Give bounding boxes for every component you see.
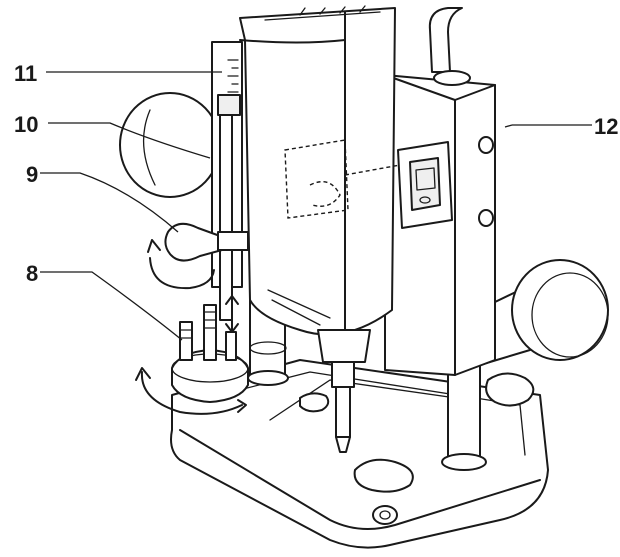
vertical-arrow [225, 295, 239, 333]
leader-lines [40, 71, 592, 341]
depth-stop-rod [219, 114, 233, 321]
motor-housing [239, 5, 401, 336]
depth-clamp-knob [164, 222, 249, 262]
base-clamp-knob-right [485, 372, 535, 407]
callout-12: 12 [594, 114, 618, 139]
power-switch [397, 141, 453, 229]
power-cord [428, 7, 471, 86]
turret-stop [171, 304, 249, 403]
rotation-arrow-knob [147, 239, 215, 290]
base-clamp-knob-left [299, 392, 330, 413]
callout-11: 11 [14, 61, 37, 86]
callout-9: 9 [26, 162, 38, 187]
rotation-arrow-turret [135, 367, 247, 415]
callout-8: 8 [26, 261, 38, 286]
base-clamp-knob-front [353, 458, 414, 493]
callout-10: 10 [14, 112, 38, 137]
collet-spindle [317, 329, 371, 453]
